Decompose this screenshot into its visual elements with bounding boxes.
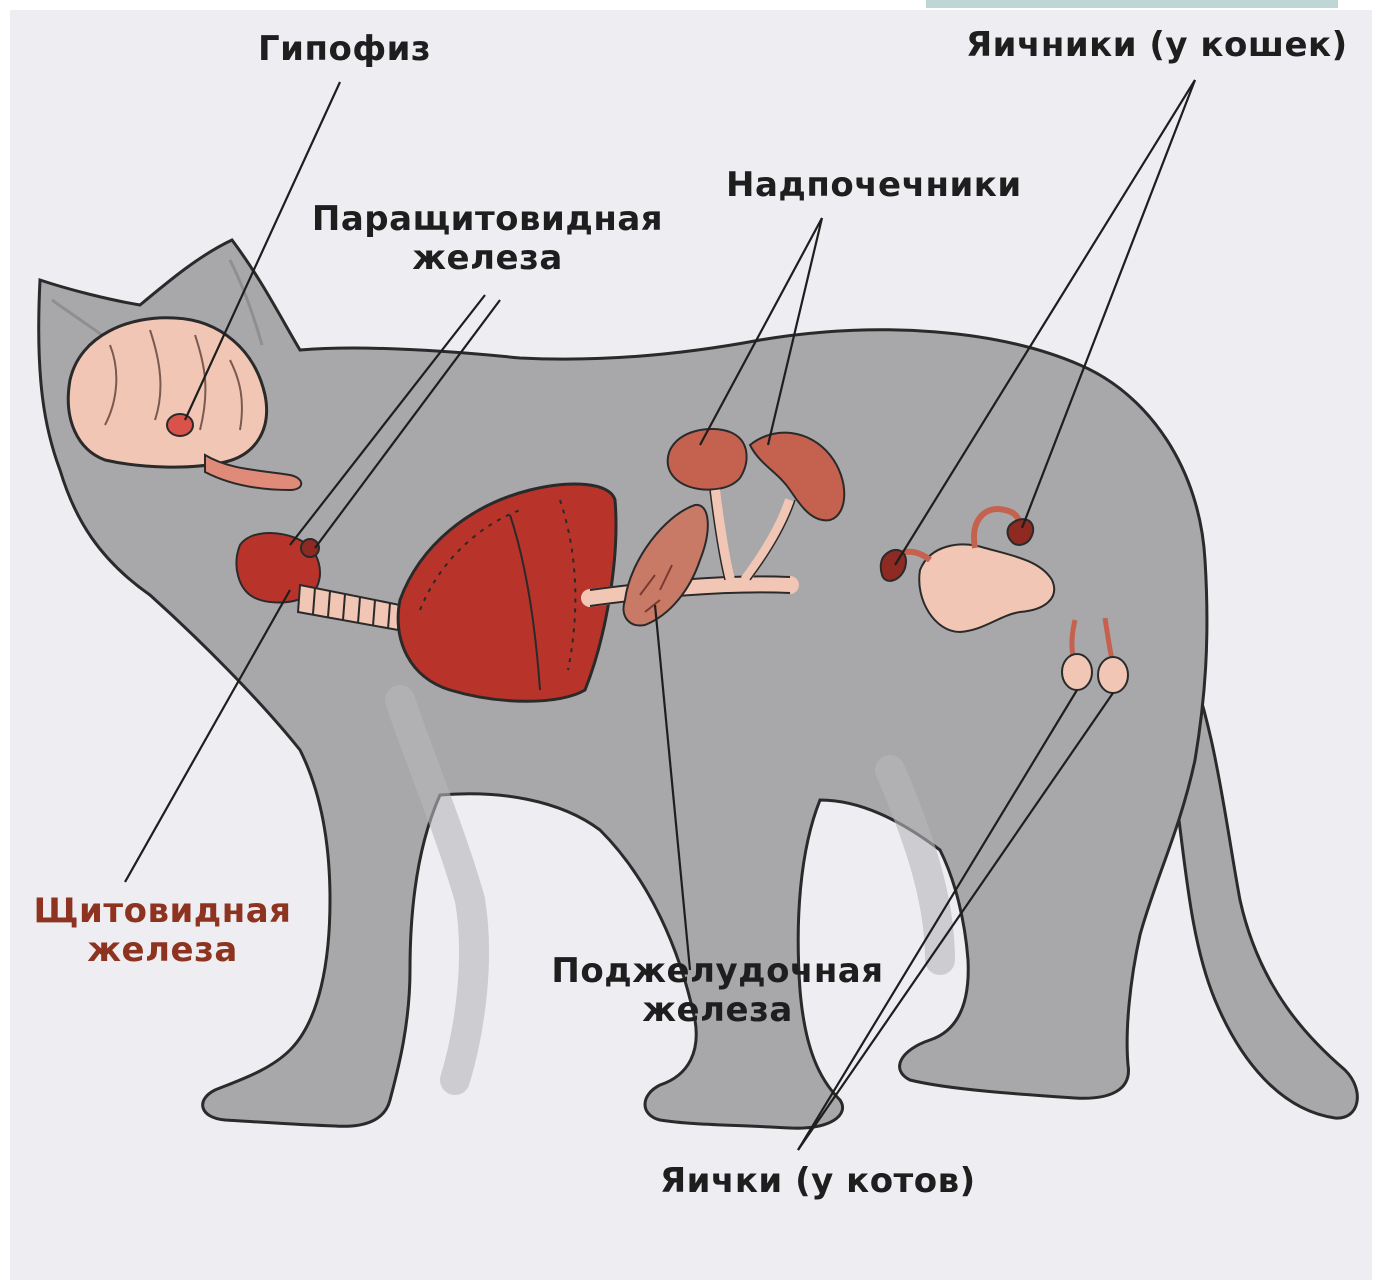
label-parathyroid-line2: железа xyxy=(300,239,675,278)
kidney-left xyxy=(668,429,747,490)
label-parathyroid: Паращитовидная железа xyxy=(300,200,675,278)
testis-left xyxy=(1062,654,1092,690)
ovary-right xyxy=(1008,519,1034,545)
label-pancreas: Поджелудочная железа xyxy=(545,952,890,1030)
label-thyroid: Щитовидная железа xyxy=(25,892,300,970)
label-pancreas-line1: Поджелудочная xyxy=(545,952,890,991)
label-parathyroid-line1: Паращитовидная xyxy=(300,200,675,239)
label-ovaries: Яичники (у кошек) xyxy=(966,26,1348,65)
corner-tab xyxy=(926,0,1338,8)
label-testes: Яички (у котов) xyxy=(660,1162,976,1201)
pituitary-gland xyxy=(167,414,193,436)
label-pancreas-line2: железа xyxy=(545,991,890,1030)
label-pituitary: Гипофиз xyxy=(258,30,431,69)
testis-right xyxy=(1098,657,1128,693)
label-thyroid-line1: Щитовидная xyxy=(25,892,300,931)
label-adrenals: Надпочечники xyxy=(726,166,1022,205)
label-thyroid-line2: железа xyxy=(25,931,300,970)
